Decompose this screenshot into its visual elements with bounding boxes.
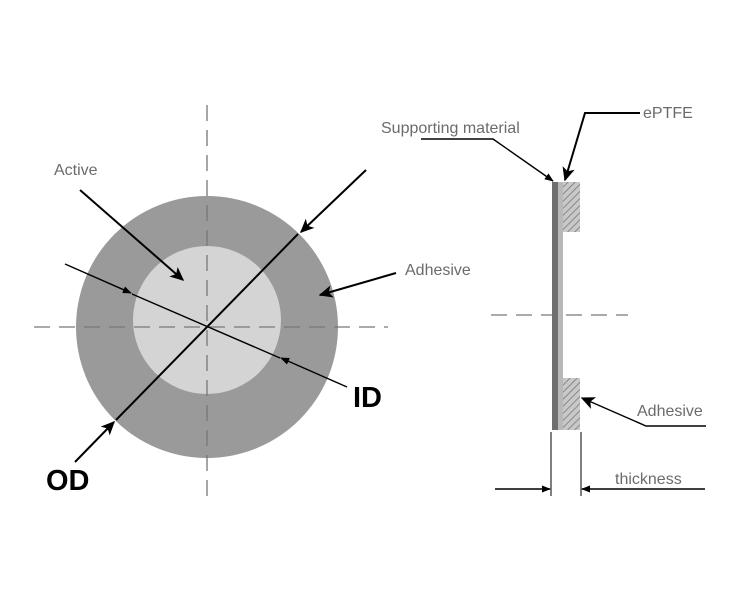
- supporting-material-layer: [552, 182, 558, 430]
- active-leader: [79, 189, 185, 281]
- label-adhesive-right: Adhesive: [637, 403, 703, 420]
- label-active: Active: [54, 162, 98, 179]
- adhesive-leader-right: [580, 397, 706, 427]
- od-arrow-top: [299, 169, 367, 233]
- adhesive-top-block: [563, 182, 580, 232]
- supporting-material-leader: [421, 138, 554, 182]
- label-od: OD: [46, 465, 90, 497]
- adhesive-leader-left: [318, 272, 397, 298]
- od-arrow-bottom: [74, 420, 115, 463]
- label-supporting-material: Supporting material: [381, 120, 520, 137]
- adhesive-bottom-block: [563, 378, 580, 430]
- eptfe-layer: [558, 182, 563, 430]
- id-dimension-line: [131, 293, 281, 359]
- id-arrow-right: [280, 357, 348, 388]
- label-id: ID: [353, 382, 382, 414]
- label-thickness: thickness: [615, 471, 682, 488]
- id-arrow-left: [64, 263, 132, 294]
- label-eptfe: ePTFE: [643, 105, 693, 122]
- eptfe-leader: [562, 112, 640, 182]
- label-adhesive-left: Adhesive: [405, 262, 471, 279]
